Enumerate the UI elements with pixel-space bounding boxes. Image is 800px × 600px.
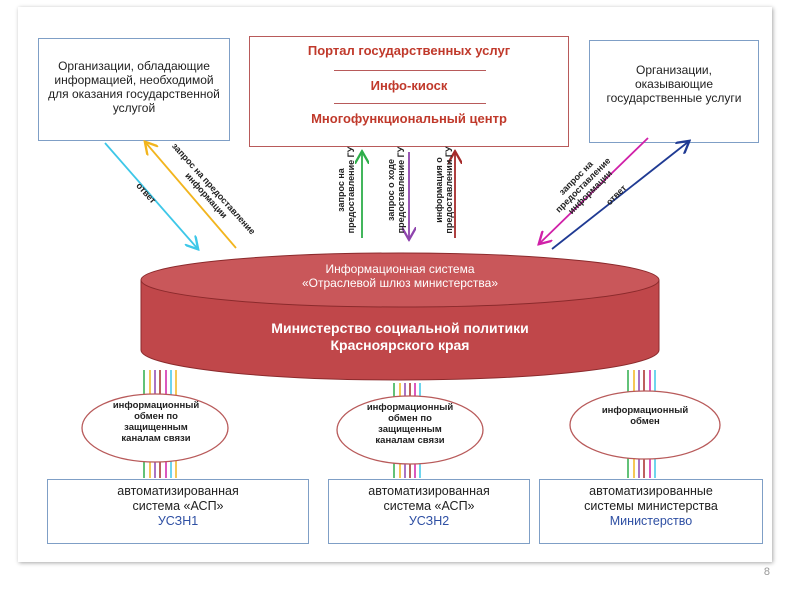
portal-title: Портал государственных услуг	[307, 43, 511, 58]
left-request-arrow	[146, 143, 237, 249]
gateway-cylinder	[140, 252, 660, 381]
ministry-systems-box: автоматизированные системы министерства …	[539, 479, 763, 544]
uszn1-system-box: автоматизированная система «АСП» УСЗН1	[47, 479, 309, 544]
gateway-title: Информационная система «Отраслевой шлюз …	[301, 262, 499, 290]
left-answer-arrow	[104, 142, 197, 248]
uszn2-system-box: автоматизированная система «АСП» УСЗН2	[328, 479, 530, 544]
left-exchange-label: информационный обмен по защищенным канал…	[112, 400, 200, 444]
ministry-title: Министерство социальной политики Красноя…	[271, 320, 529, 353]
portal-box: Портал государственных услуг Инфо-киоск …	[249, 36, 569, 147]
center-exchange-oval	[336, 395, 484, 465]
portal-separator-2	[334, 103, 486, 104]
center-exchange-label: информационный обмен по защищенным канал…	[366, 402, 454, 446]
portal-separator-1	[334, 70, 486, 71]
right-answer-arrow	[551, 142, 688, 250]
info-holders-label: Организации, обладающие информацией, нео…	[48, 59, 220, 115]
mfc-label: Многофункциональный центр	[311, 111, 507, 126]
right-request-arrow	[540, 137, 649, 243]
left-exchange-oval	[81, 393, 229, 463]
page-number: 8	[763, 566, 770, 578]
service-providers-label: Организации, оказывающие государственные…	[606, 63, 742, 105]
center-info-label: информация о предоставлении ГУ	[434, 146, 454, 234]
center-request-label: запрос на предоставление ГУ	[336, 146, 356, 234]
info-kiosk-label: Инфо-киоск	[370, 78, 448, 93]
info-holders-box: Организации, обладающие информацией, нео…	[38, 38, 230, 141]
center-status-label: запрос о ходе предоставление ГУ	[386, 146, 406, 234]
right-exchange-oval	[569, 390, 721, 460]
service-providers-box: Организации, оказывающие государственные…	[589, 40, 759, 143]
right-exchange-label: информационный обмен	[601, 405, 689, 427]
